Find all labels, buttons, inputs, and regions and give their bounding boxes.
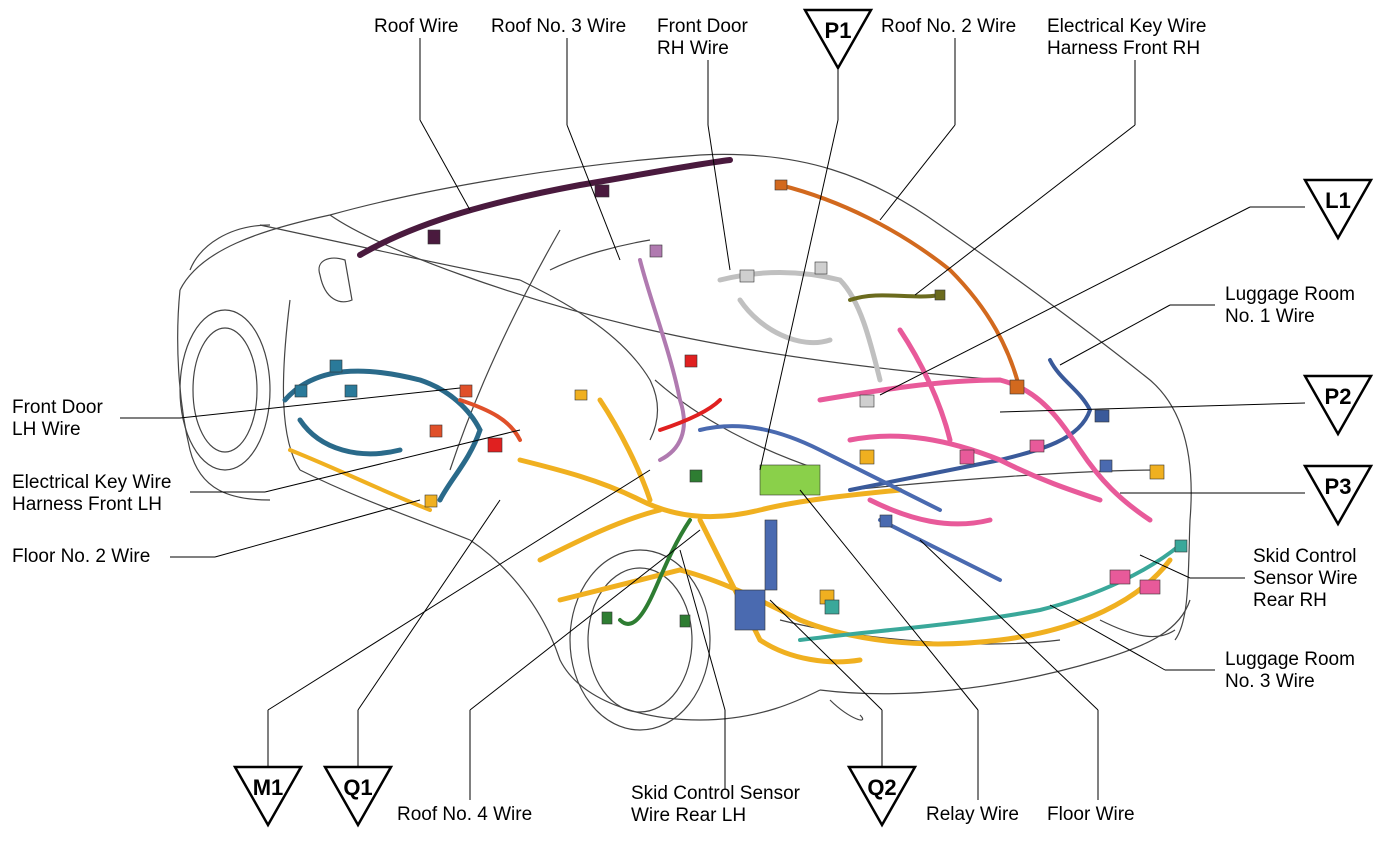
label-floor-no2-wire: Floor No. 2 Wire bbox=[12, 546, 151, 567]
marker-m1-label: M1 bbox=[253, 775, 284, 800]
luggage-no3-harness bbox=[798, 543, 1182, 642]
marker-p1: P1 bbox=[802, 8, 874, 71]
junction-block bbox=[759, 464, 821, 496]
roof-wire-harness bbox=[357, 157, 733, 258]
front-door-lh-harness bbox=[282, 368, 483, 503]
marker-q1: Q1 bbox=[322, 765, 394, 828]
marker-q1-label: Q1 bbox=[343, 775, 372, 800]
skid-lh-harness bbox=[618, 518, 692, 626]
wire-harnesses bbox=[282, 157, 1182, 665]
marker-l1-label: L1 bbox=[1325, 188, 1351, 213]
pink-harness bbox=[817, 327, 1153, 527]
relay-wire-harness bbox=[658, 398, 722, 432]
label-roof-no3-wire: Roof No. 3 Wire bbox=[491, 16, 627, 37]
connectors bbox=[294, 179, 1188, 631]
ekw-lh-harness bbox=[458, 398, 522, 442]
blue-harness bbox=[698, 424, 1002, 582]
main-floor-harness bbox=[517, 397, 1173, 665]
marker-p3: P3 bbox=[1302, 464, 1374, 527]
floor-no2-harness bbox=[288, 448, 432, 512]
marker-q2-label: Q2 bbox=[867, 775, 896, 800]
marker-p3-label: P3 bbox=[1325, 474, 1352, 499]
side-mirror bbox=[318, 257, 353, 303]
marker-l1: L1 bbox=[1302, 178, 1374, 241]
ekw-rh-harness bbox=[848, 293, 942, 302]
marker-q2: Q2 bbox=[846, 765, 918, 828]
roof-no3-wire-harness bbox=[638, 258, 686, 462]
leader-lines bbox=[120, 38, 1306, 800]
marker-p2-label: P2 bbox=[1325, 384, 1352, 409]
marker-m1: M1 bbox=[232, 765, 304, 828]
front-wheel bbox=[179, 309, 271, 471]
label-relay-wire: Relay Wire bbox=[926, 804, 1019, 825]
rear-wheel bbox=[569, 549, 711, 731]
label-roof-no2-wire: Roof No. 2 Wire bbox=[881, 16, 1017, 37]
marker-p2: P2 bbox=[1302, 374, 1374, 437]
roof-no2-wire-harness bbox=[778, 183, 1022, 392]
front-door-rh-harness bbox=[717, 270, 883, 383]
label-roof-wire: Roof Wire bbox=[374, 16, 459, 37]
abs-actuator bbox=[734, 589, 766, 631]
marker-p1-label: P1 bbox=[825, 18, 852, 43]
label-roof-no4-wire: Roof No. 4 Wire bbox=[397, 804, 533, 825]
label-floor-wire: Floor Wire bbox=[1047, 804, 1135, 825]
